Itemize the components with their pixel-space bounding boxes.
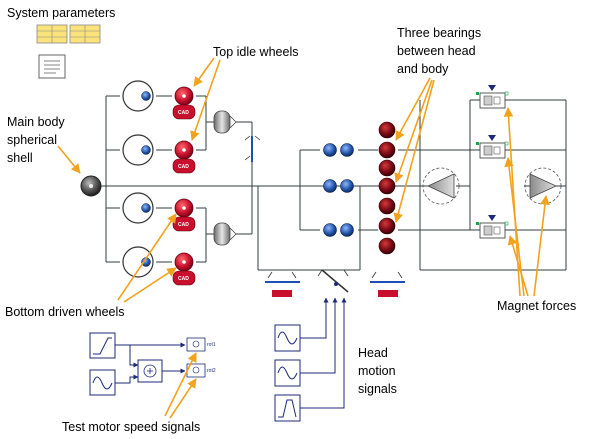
head-motion-label-line1: Head: [358, 346, 388, 360]
bottom-driven-arrow-2: [123, 267, 177, 303]
rot1-block[interactable]: rot1: [186, 337, 216, 352]
test-motor-arrow-2: [169, 378, 197, 419]
head-bearings-column[interactable]: [378, 121, 396, 255]
magnet-force-block-1[interactable]: [476, 85, 509, 109]
head-actuator-middle[interactable]: [317, 269, 349, 293]
head-motion-label-line3: signals: [358, 382, 397, 396]
magnet-forces-arrow-3: [507, 235, 529, 297]
frame-translation-top[interactable]: [244, 135, 261, 162]
cad-label: CAD: [178, 276, 189, 282]
bearing-balls-row-1[interactable]: [323, 143, 354, 157]
wheel-row-3[interactable]: CAD: [122, 192, 196, 232]
bearing-balls-row-2[interactable]: [323, 179, 354, 193]
sine-source-1[interactable]: [274, 324, 301, 352]
system-parameters-label: System parameters: [7, 6, 115, 20]
test-motor-arrow-1: [164, 352, 197, 417]
mechanical-wiring-right: [419, 99, 567, 271]
cad-label: CAD: [178, 222, 189, 228]
top-idle-arrow-2: [190, 59, 221, 141]
step-source[interactable]: [89, 332, 116, 359]
bottom-driven-arrow-1: [117, 213, 177, 301]
three-bearings-label-line1: Three bearings: [397, 26, 481, 40]
head-motion-label-line2: motion: [358, 364, 396, 378]
document-icon[interactable]: [38, 54, 66, 79]
cad-label: CAD: [178, 164, 189, 170]
sphere-icon[interactable]: [80, 175, 102, 197]
three-bearings-label-line2: between head: [397, 44, 476, 58]
magnet-force-block-2[interactable]: [476, 135, 509, 159]
three-bearings-label-line3: and body: [397, 62, 449, 76]
wheel-row-4[interactable]: CAD: [122, 246, 196, 286]
sine-source-2[interactable]: [274, 359, 301, 387]
magnet-forces-arrow-4: [533, 195, 550, 297]
main-body-label-line1: Main body: [7, 115, 65, 129]
bottom-driven-wheels-label: Bottom driven wheels: [5, 305, 125, 319]
rot1-label: rot1: [207, 342, 216, 348]
magnet-forces-label: Magnet forces: [497, 299, 576, 313]
rot2-label: rot2: [207, 368, 216, 374]
sum-block[interactable]: [137, 359, 163, 383]
magnet-forces-arrow-1: [503, 107, 521, 297]
main-body-label-line3: shell: [7, 151, 33, 165]
main-body-arrow: [57, 145, 81, 174]
parameter-table-1[interactable]: [36, 24, 68, 44]
magnet-force-block-3[interactable]: [476, 215, 509, 239]
rot2-block[interactable]: rot2: [186, 363, 216, 378]
head-motion-signal-wires: [300, 297, 347, 409]
drive-drum-bottom[interactable]: [213, 222, 237, 246]
parameter-table-2[interactable]: [69, 24, 101, 44]
cad-label: CAD: [178, 110, 189, 116]
mechanical-wiring-left: [101, 95, 402, 271]
test-motor-speed-label: Test motor speed signals: [62, 420, 200, 434]
magnet-cone-right[interactable]: [524, 167, 566, 205]
head-actuator-right[interactable]: [370, 271, 405, 297]
ramp-source[interactable]: [274, 394, 301, 422]
sine-source-3[interactable]: [89, 369, 116, 396]
three-bearings-arrow-3: [393, 79, 435, 223]
three-bearings-arrow-1: [395, 77, 431, 141]
head-actuator-left[interactable]: [265, 271, 300, 297]
magnet-cone-left[interactable]: [422, 167, 460, 205]
test-motor-wires: [115, 342, 186, 384]
bearing-balls-row-3[interactable]: [323, 223, 354, 237]
main-body-label-line2: spherical: [7, 133, 57, 147]
top-idle-arrow-1: [193, 57, 215, 87]
wheel-row-1[interactable]: CAD: [122, 80, 196, 120]
top-idle-wheels-label: Top idle wheels: [213, 45, 298, 59]
mechanical-wiring-middle: [299, 149, 420, 231]
wheel-row-2[interactable]: CAD: [122, 134, 196, 174]
three-bearings-arrow-2: [394, 79, 433, 183]
drive-drum-top[interactable]: [213, 110, 237, 134]
